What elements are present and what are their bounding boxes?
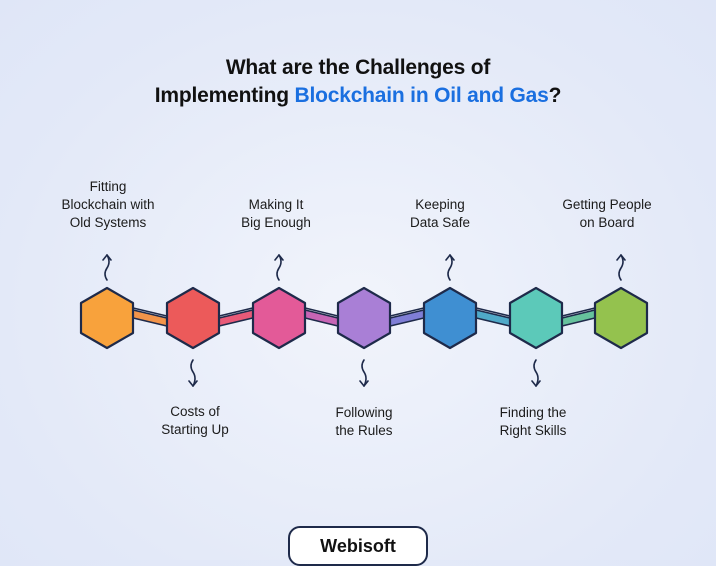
arrow-up-icon <box>102 254 112 281</box>
link-edge <box>557 306 600 318</box>
chain-link <box>382 306 432 328</box>
arrow-stem <box>276 254 282 281</box>
link-edge <box>557 316 600 328</box>
chain-link <box>554 306 603 328</box>
link-bar <box>211 309 261 327</box>
hexagon-node-4 <box>336 286 392 350</box>
arrow-down-icon <box>188 359 198 387</box>
arrow-stem <box>533 359 539 387</box>
title-suffix: ? <box>548 84 562 107</box>
link-edge <box>128 306 172 318</box>
label-getting-people: Getting People on Board <box>562 197 652 230</box>
link-edge <box>385 308 429 320</box>
chain-link <box>125 306 175 328</box>
label-fitting-blockchain: Fitting Blockchain with Old Systems <box>61 179 155 230</box>
title-line-2: Implementing Blockchain in Oil and Gas? <box>0 82 716 110</box>
hexagon-node-5 <box>422 286 478 350</box>
arrow-stem <box>104 254 110 281</box>
title-prefix: Implementing <box>154 84 295 107</box>
link-edge <box>128 308 172 320</box>
arrow-stem <box>190 359 196 387</box>
link-edge <box>471 306 515 318</box>
label-making-it-big: Making It Big Enough <box>241 197 311 230</box>
label-finding-skills: Finding the Right Skills <box>499 405 567 438</box>
link-edge <box>300 316 343 328</box>
link-edge <box>214 308 258 320</box>
link-bar <box>297 309 346 327</box>
link-bar <box>382 309 432 327</box>
label-costs-of-starting: Costs of Starting Up <box>161 404 229 437</box>
brand-badge: Webisoft <box>288 526 428 566</box>
link-edge <box>385 306 429 318</box>
link-edge <box>300 306 343 318</box>
link-bar <box>554 309 603 327</box>
link-edge <box>214 306 258 318</box>
hexagon-node-1 <box>79 286 135 350</box>
link-edge <box>385 316 429 328</box>
arrow-head <box>102 254 112 261</box>
link-edge <box>471 316 515 328</box>
link-edge <box>300 308 343 320</box>
arrow-stem <box>447 254 453 281</box>
arrow-stem <box>618 254 624 281</box>
link-bar <box>468 309 518 327</box>
chain-link <box>211 306 261 328</box>
arrow-head <box>531 380 541 387</box>
hexagon-node-2 <box>165 286 221 350</box>
chain-link <box>297 306 346 328</box>
arrow-down-icon <box>359 359 369 387</box>
label-keeping-data-safe: Keeping Data Safe <box>409 197 471 230</box>
arrow-head <box>274 254 284 261</box>
link-edge <box>557 308 600 320</box>
arrow-head <box>616 254 626 261</box>
link-edge <box>128 316 172 328</box>
arrow-head <box>359 380 369 387</box>
arrow-head <box>188 380 198 387</box>
arrow-up-icon <box>445 254 455 281</box>
link-bar <box>125 309 175 327</box>
link-edge <box>214 316 258 328</box>
arrow-up-icon <box>274 254 284 281</box>
hexagon-node-3 <box>251 286 307 350</box>
hexagon-node-7 <box>593 286 649 350</box>
link-edge <box>471 308 515 320</box>
chain-link <box>468 306 518 328</box>
hexagon-node-6 <box>508 286 564 350</box>
page-title: What are the Challenges of Implementing … <box>0 54 716 110</box>
arrow-down-icon <box>531 359 541 387</box>
arrow-head <box>445 254 455 261</box>
arrow-stem <box>361 359 367 387</box>
title-highlight: Blockchain in Oil and Gas <box>294 84 549 107</box>
label-following-rules: Following the Rules <box>335 405 393 438</box>
arrow-up-icon <box>616 254 626 281</box>
title-line-1: What are the Challenges of <box>225 56 491 79</box>
